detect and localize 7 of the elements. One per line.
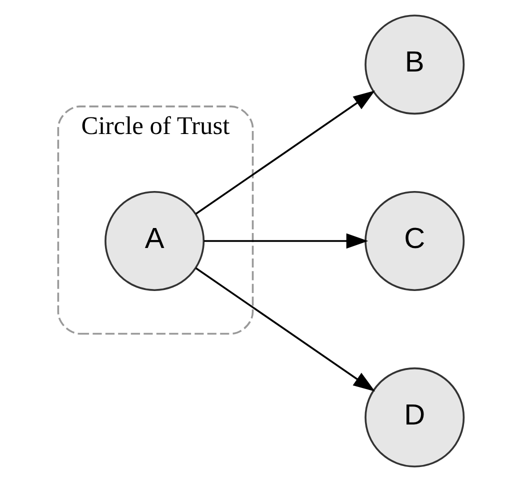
node-circle: C (364, 191, 464, 292)
arrow (204, 233, 368, 249)
arrow (194, 267, 375, 392)
node-circle: D (364, 367, 464, 468)
node-circle: B (364, 14, 464, 115)
node-circle: A (104, 191, 204, 292)
arrow (194, 90, 375, 215)
